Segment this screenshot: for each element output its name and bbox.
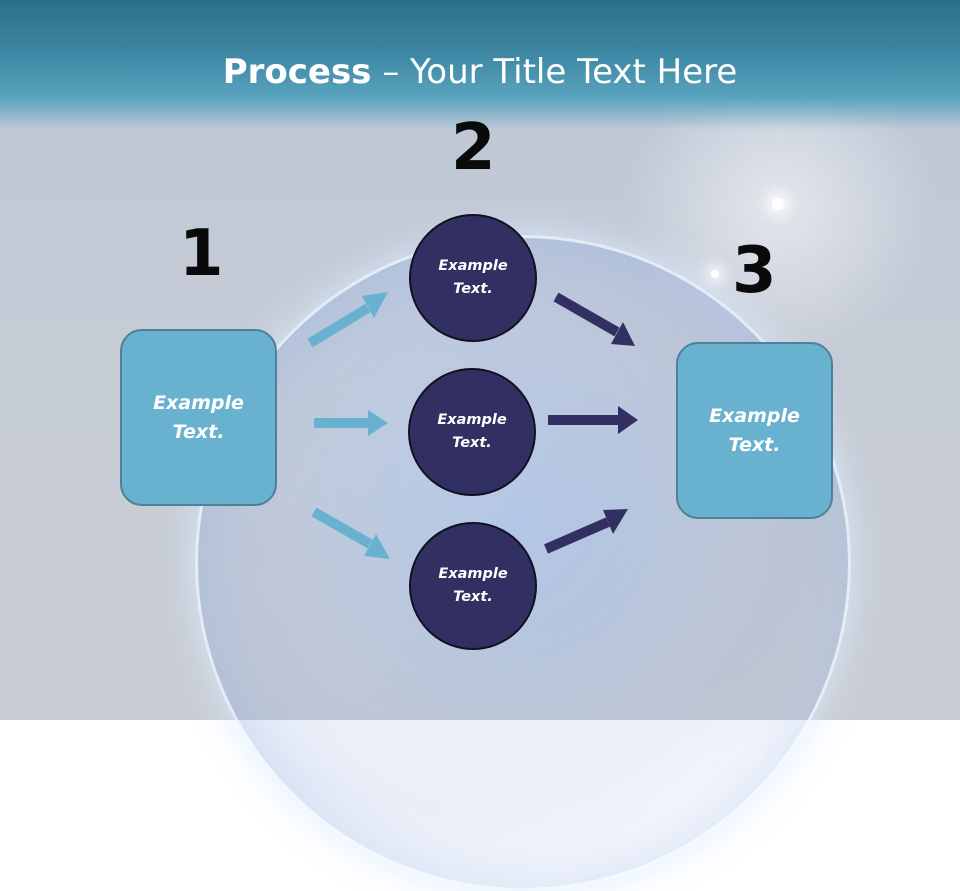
arrow-1-to-middle-head	[368, 410, 388, 436]
arrow-bottom-to-3-head	[603, 509, 628, 534]
arrow-1-to-bottom-head	[364, 534, 390, 559]
slide-title: Process – Your Title Text Here	[0, 52, 960, 92]
step-number-2: 2	[451, 111, 496, 185]
star-glow	[711, 270, 719, 278]
step-number-1: 1	[179, 217, 224, 291]
title-banner	[0, 0, 960, 130]
light-arrows	[307, 292, 390, 559]
step-number-3: 3	[732, 234, 777, 308]
arrow-1-to-bottom	[311, 507, 373, 549]
dark-arrows	[544, 292, 638, 554]
title-bold: Process	[222, 52, 372, 92]
arrow-1-to-top	[307, 303, 371, 348]
arrow-top-to-3	[553, 292, 620, 337]
arrow-1-to-top-head	[362, 292, 388, 318]
arrow-top-to-3-head	[611, 322, 635, 346]
arrow-bottom-to-3	[544, 517, 610, 554]
title-rest: – Your Title Text Here	[371, 52, 738, 92]
arrow-middle-to-3-head	[618, 406, 638, 434]
flow-arrows	[307, 292, 638, 559]
star-glow	[772, 198, 784, 210]
